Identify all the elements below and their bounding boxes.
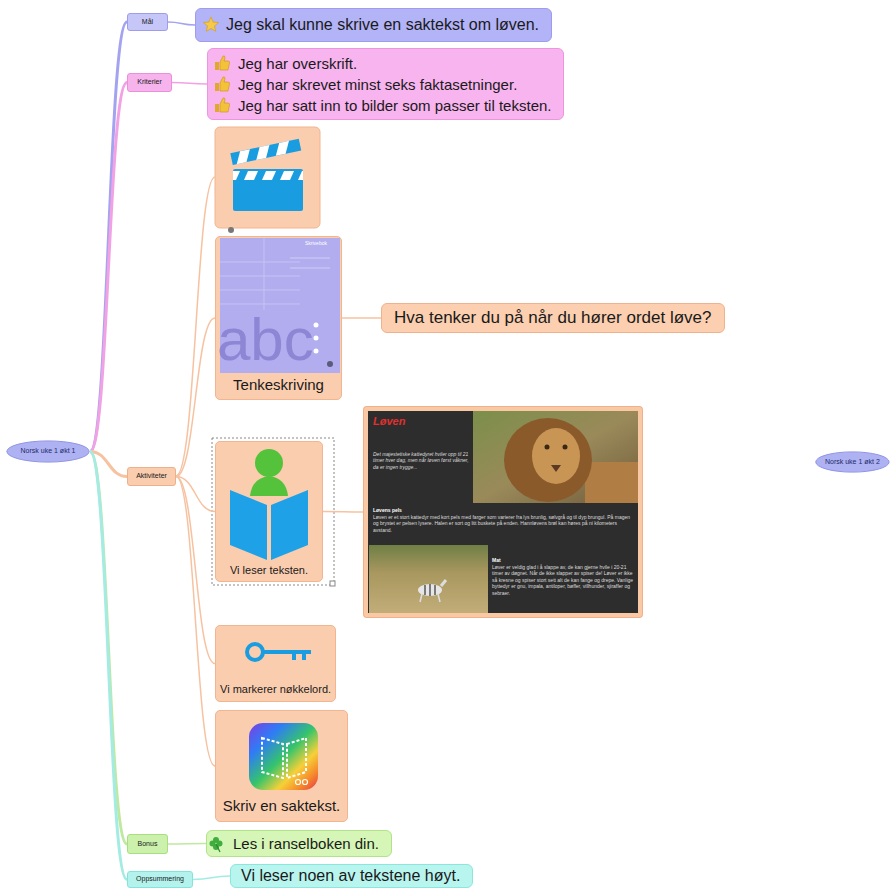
star-icon: [203, 17, 218, 31]
branch-connector: [90, 452, 127, 880]
content-box: Jeg har overskrift.Jeg har skrevet minst…: [207, 48, 564, 120]
activity-tile: Skriv en saktekst.: [215, 710, 348, 822]
criterion-line: Jeg har overskrift.: [238, 53, 357, 74]
branch-name: Aktiviteter: [136, 472, 167, 480]
clapper-tile: [215, 127, 320, 228]
thumb-icon: [215, 56, 230, 70]
topic-ellipse: Norsk uke 1 økt 2: [815, 451, 890, 473]
content-box: Vi leser noen av tekstene høyt.: [230, 864, 473, 888]
activity-tile: Vi markerer nøkkelord.: [215, 625, 336, 702]
branch-connector: [90, 83, 127, 452]
box-text: Hva tenker du på når du hører ordet løve…: [394, 308, 712, 328]
branch-wire: [176, 177, 215, 476]
content-box: Les i ranselboken din.: [206, 830, 392, 857]
activity-label: Vi leser teksten.: [230, 564, 308, 577]
app-icon: [249, 723, 318, 790]
branch-connector: [176, 318, 215, 477]
branch-name: Mål: [142, 18, 153, 26]
card-body: Løven er et stort kattedyr med kort pels…: [373, 514, 635, 533]
card-heading: Løven: [373, 415, 473, 428]
topic-name: Norsk uke 1 økt 2: [825, 458, 880, 466]
content-box: Hva tenker du på når du hører ordet løve…: [381, 303, 725, 333]
branch-connector: [193, 876, 230, 880]
branch-connector: [172, 83, 207, 85]
branch-tag: Bonus: [127, 834, 168, 854]
clapperboard-icon: [230, 139, 303, 211]
notebook-thumbnail: [220, 238, 340, 373]
branch-connector: [168, 22, 195, 25]
selection-outline: [212, 438, 334, 585]
edge-group: [90, 22, 381, 880]
topic-name: Norsk uke 1 økt 1: [21, 447, 76, 455]
box-text: Jeg skal kunne skrive en saktekst om løv…: [226, 15, 539, 34]
activity-label: Skriv en saktekst.: [223, 797, 341, 815]
criterion-line: Jeg har skrevet minst seks faktasetninge…: [238, 74, 517, 95]
activity-tile: Tenkeskriving: [215, 236, 342, 400]
box-text: Vi leser noen av tekstene høyt.: [241, 866, 460, 885]
branch-name: Bonus: [138, 840, 158, 848]
thumb-icon: [215, 77, 230, 91]
key-icon: [247, 644, 311, 660]
criterion-line: Jeg har satt inn to bilder som passer ti…: [238, 95, 551, 116]
card-body: Løver er veldig glad i å slappe av, de k…: [492, 564, 634, 596]
text-card: LøvenDet majestetiske kattedyret hviler …: [364, 407, 642, 617]
activity-label: Vi markerer nøkkelord.: [220, 683, 331, 696]
thumb-icon: [215, 98, 230, 112]
box-text: Les i ranselboken din.: [233, 835, 379, 853]
reading-icon: [230, 449, 308, 560]
branch-connector: [176, 477, 215, 767]
branch-name: Oppsummering: [136, 875, 184, 883]
card-body: Det majestetiske kattedyret hviler opp t…: [373, 451, 471, 470]
branch-tag: Mål: [127, 13, 168, 31]
lion-photo: [473, 411, 638, 503]
card-heading: Løvens pels: [373, 507, 493, 513]
branch-tag: Oppsummering: [127, 871, 193, 888]
branch-connector: [168, 843, 206, 845]
branch-tag: Kriterier: [127, 73, 172, 92]
branch-connector: [342, 317, 381, 319]
topic-ellipse: Norsk uke 1 økt 1: [6, 440, 90, 463]
card-heading: Mat: [492, 557, 592, 563]
branch-connector: [90, 22, 127, 452]
branch-tag: Aktiviteter: [127, 467, 176, 486]
branch-name: Kriterier: [137, 78, 162, 86]
content-box: Jeg skal kunne skrive en saktekst om løv…: [195, 8, 552, 42]
activity-label: Tenkeskriving: [233, 376, 324, 394]
branch-connector: [323, 511, 364, 513]
selection-handle: [330, 581, 335, 586]
clover-icon: [210, 837, 223, 852]
branch-connector: [176, 477, 215, 664]
activity-tile: Vi leser teksten.: [215, 441, 323, 582]
handle-dot: [228, 227, 234, 233]
zebra-photo: [369, 545, 488, 613]
